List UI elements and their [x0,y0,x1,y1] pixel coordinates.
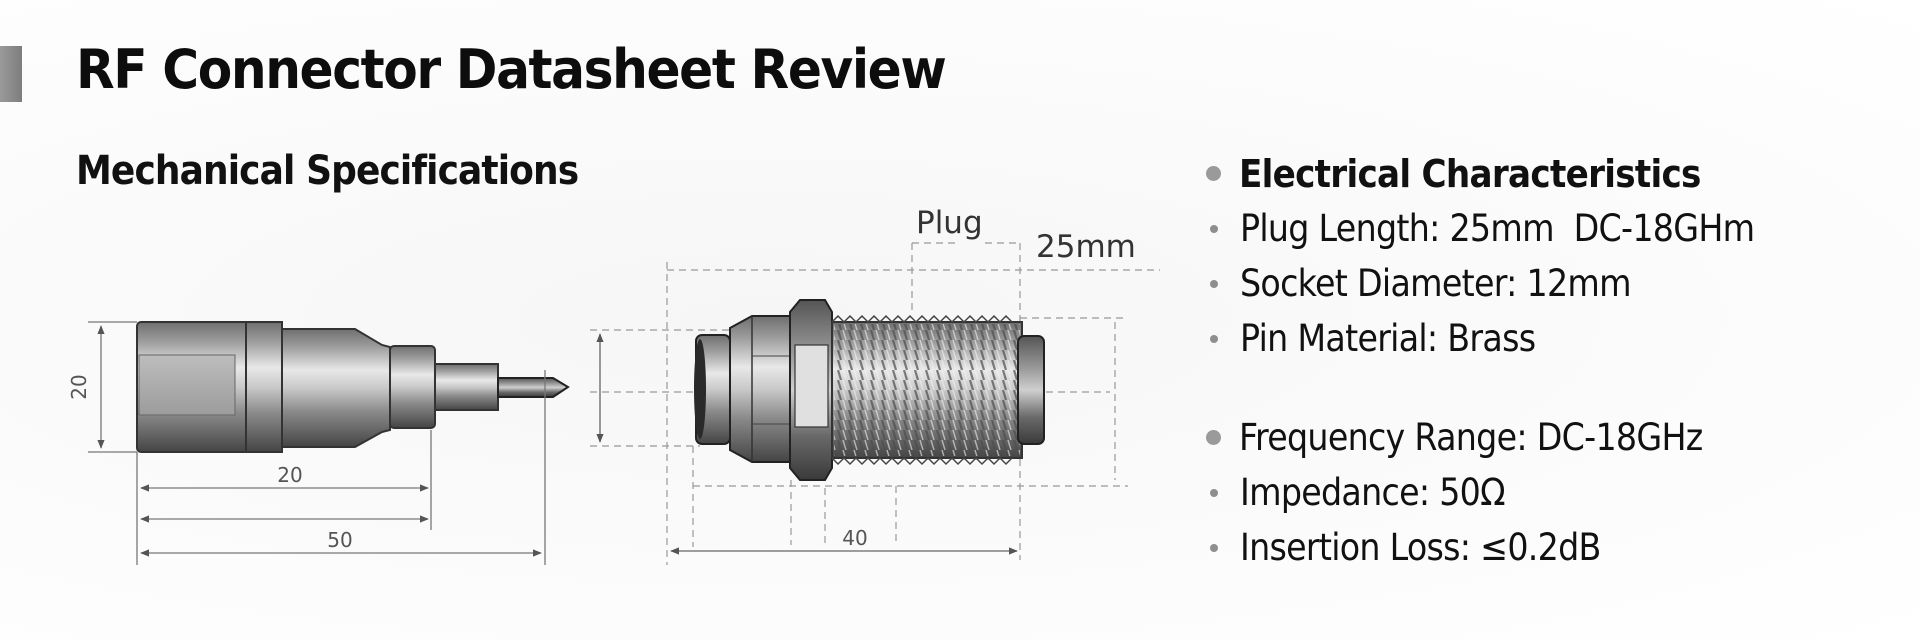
spec-heading-frequency-range: Frequency Range: DC-18GHz [1206,410,1906,465]
plug-height-dimension: 20 [67,374,91,399]
mechanical-drawing: 20 20 50 [67,205,1160,565]
bullet-icon [1210,488,1218,497]
spec-item-pin-material: Pin Material: Brass [1206,311,1906,366]
bullet-icon [1210,279,1218,288]
plug-inner-length-dimension: 20 [277,463,302,487]
plug-total-length-dimension: 50 [327,528,352,552]
socket-connector-drawing [694,299,1045,481]
accent-bar [0,46,22,102]
bullet-icon [1210,334,1218,343]
bullet-icon [1210,224,1218,233]
electrical-characteristics-panel: Electrical Characteristics Plug Length: … [1206,146,1906,366]
bullet-icon [1206,430,1221,445]
frequency-characteristics-panel: Frequency Range: DC-18GHz Impedance: 50Ω… [1206,410,1906,575]
socket-length-dimension: 40 [842,526,867,550]
spec-item-plug-length: Plug Length: 25mm DC-18GHm [1206,201,1906,256]
section-title-mechanical: Mechanical Specifications [76,148,579,194]
page-title: RF Connector Datasheet Review [76,38,947,101]
spec-item-socket-diameter: Socket Diameter: 12mm [1206,256,1906,311]
socket-plug-length-label: 25mm [1036,229,1136,265]
spec-item-impedance: Impedance: 50Ω [1206,465,1906,520]
spec-item-insertion-loss: Insertion Loss: ≤0.2dB [1206,520,1906,575]
plug-dimensions [88,321,546,565]
socket-plug-label: Plug [916,205,983,241]
bullet-icon [1206,166,1221,181]
spec-heading-electrical: Electrical Characteristics [1206,146,1906,201]
plug-connector-drawing [136,321,570,453]
bullet-icon [1210,543,1218,552]
